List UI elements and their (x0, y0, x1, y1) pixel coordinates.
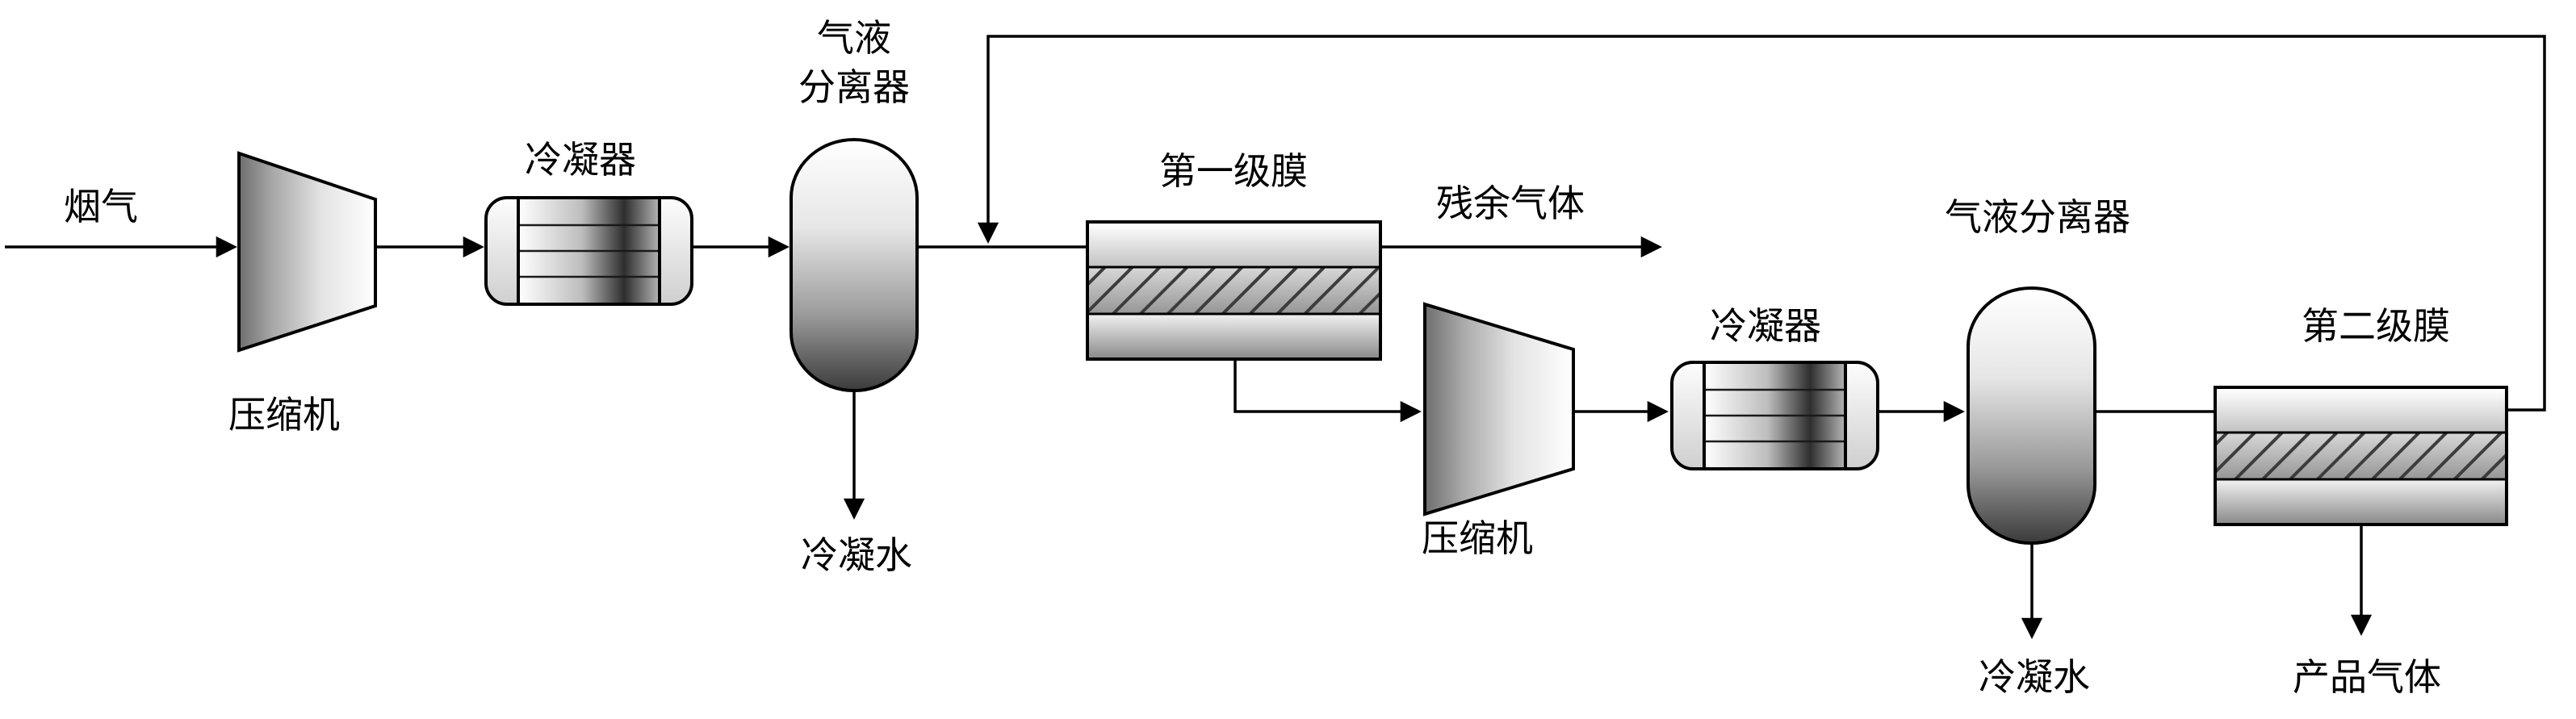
label-separator-1-line1: 气液 (817, 18, 891, 59)
label-condenser-1: 冷凝器 (525, 140, 636, 181)
membrane-1-permeate-channel (1089, 314, 1379, 357)
membrane-2-active-layer-hatch (2217, 433, 2505, 479)
separator-2-vessel (1967, 286, 2096, 545)
separator-1-vessel (790, 138, 919, 392)
label-condenser-2: 冷凝器 (1710, 306, 1821, 347)
label-separator-2: 气液分离器 (1945, 197, 2130, 238)
pipes (5, 35, 2546, 639)
pipe-membrane2-retentate-recycle (977, 35, 2546, 412)
membrane-1-feed-channel (1089, 224, 1379, 267)
label-separator-1-line2: 分离器 (798, 67, 910, 108)
membrane-1-active-layer-hatch (1089, 267, 1379, 314)
compressor-1 (237, 151, 377, 353)
label-condensate-1: 冷凝水 (801, 535, 912, 576)
pipe-membrane1-permeate-to-compressor2 (1234, 359, 1422, 423)
gas-liquid-separator-2 (1967, 286, 2096, 545)
membrane-2-permeate-channel (2217, 479, 2505, 523)
membrane-stage-1 (1086, 220, 1382, 361)
condenser-1 (484, 196, 693, 306)
compressor-1-body (237, 151, 377, 353)
label-product-gas: 产品气体 (2293, 657, 2441, 698)
label-residual-gas: 残余气体 (1436, 183, 1585, 224)
label-condensate-2: 冷凝水 (1979, 657, 2090, 698)
label-compressor-1: 压缩机 (228, 395, 340, 436)
membrane-2-feed-channel (2217, 389, 2505, 433)
label-compressor-2: 压缩机 (1422, 518, 1533, 559)
gas-liquid-separator-1 (790, 138, 919, 392)
membrane-stage-2 (2214, 386, 2508, 526)
condenser-2 (1670, 361, 1879, 470)
label-membrane-1: 第一级膜 (1159, 151, 1308, 192)
labels: 烟气 压缩机 冷凝器 气液 分离器 冷凝水 第一级膜 残余气体 压缩机 冷凝器 … (64, 18, 2450, 698)
label-flue-gas: 烟气 (64, 186, 138, 228)
compressor-2-body (1423, 302, 1575, 516)
compressor-2 (1423, 302, 1575, 516)
label-membrane-2: 第二级膜 (2302, 306, 2450, 347)
